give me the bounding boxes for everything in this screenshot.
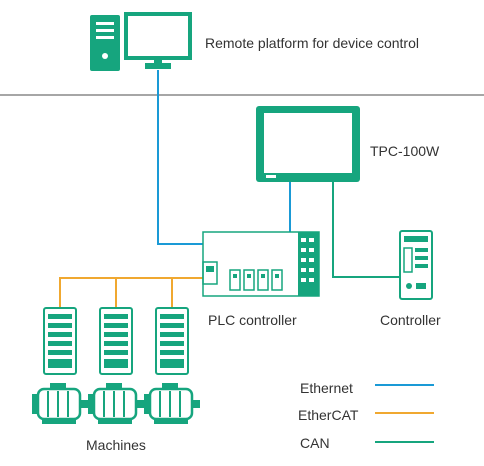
motor-icon-1 [32, 383, 88, 424]
legend-label-ethernet: Ethernet [300, 380, 353, 396]
machines-label: Machines [86, 437, 146, 453]
can-link-tpc-controller [332, 180, 400, 278]
tpc-panel-icon [256, 106, 360, 182]
machine-cabinet-icon-2 [99, 307, 133, 375]
remote-platform-label: Remote platform for device control [205, 35, 419, 51]
controller-label: Controller [380, 312, 441, 328]
ethercat-bus [59, 277, 203, 308]
machine-cabinet-icon-3 [155, 307, 189, 375]
ethernet-link-remote-plc [157, 70, 203, 245]
machine-cabinet-icon-1 [43, 307, 77, 375]
legend-label-can: CAN [300, 435, 330, 451]
tpc-label: TPC-100W [370, 143, 440, 159]
motor-icon-3 [144, 383, 200, 424]
monitor-icon [124, 12, 192, 69]
legend-label-ethercat: EtherCAT [298, 407, 359, 423]
controller-icon [399, 230, 433, 300]
plc-controller-label: PLC controller [208, 312, 297, 328]
plc-controller-icon [202, 231, 320, 297]
pc-tower-icon [90, 15, 120, 71]
motor-icon-2 [88, 383, 144, 424]
